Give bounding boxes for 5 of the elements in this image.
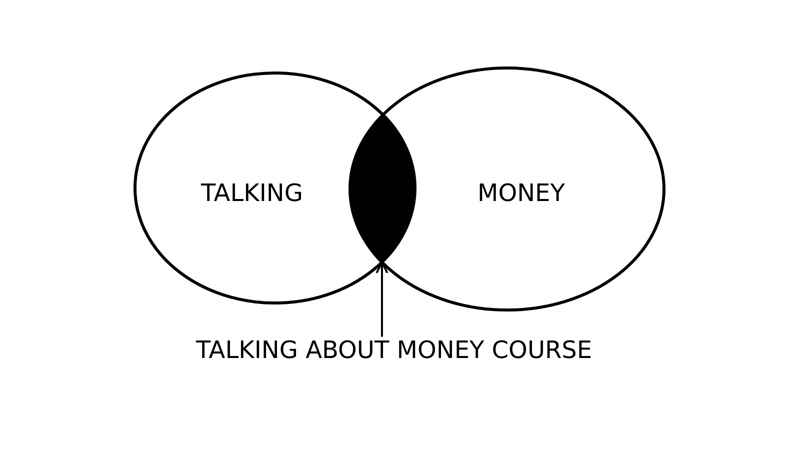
overlap-region: [350, 114, 415, 262]
arrow: [376, 261, 388, 337]
callout-label: TALKING ABOUT MONEY COURSE: [196, 336, 592, 365]
set-label: MONEY: [478, 178, 565, 208]
set-label: TALKING: [201, 178, 303, 208]
